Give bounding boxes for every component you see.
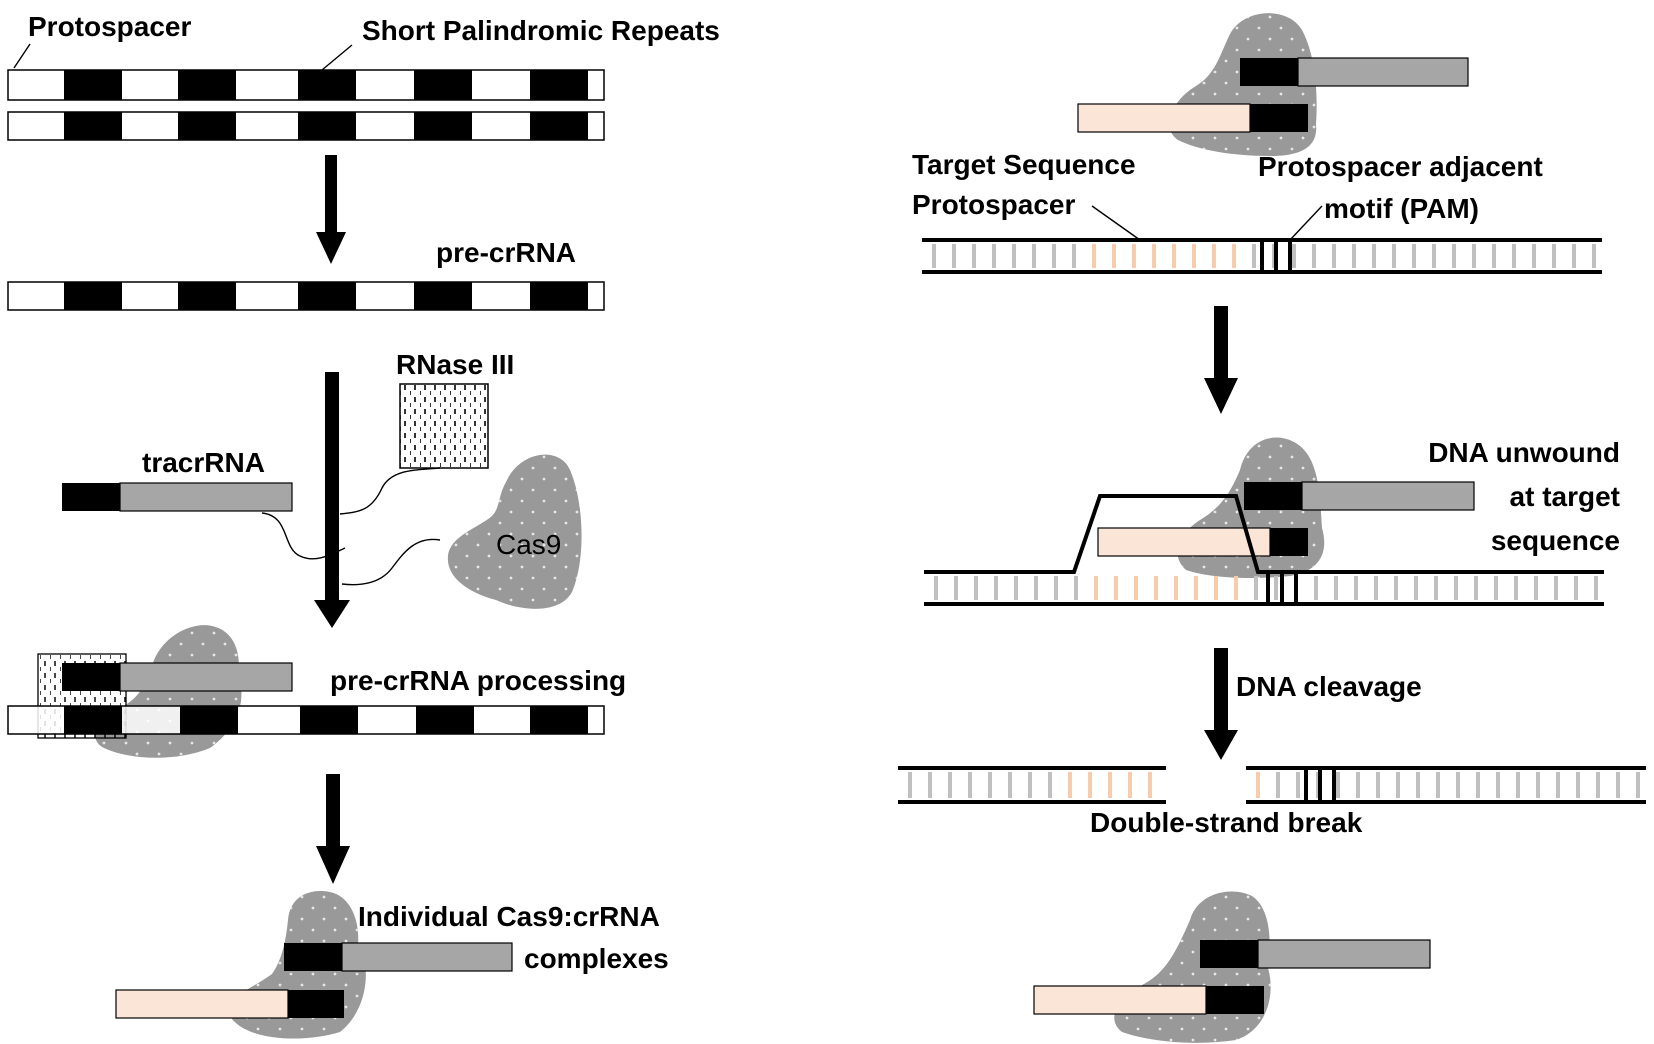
label-dna-unwound-line1: DNA unwound: [1428, 437, 1620, 468]
label-double-strand-break: Double-strand break: [1090, 807, 1363, 838]
target-dna: [922, 238, 1602, 274]
label-target-protospacer: Protospacer: [912, 189, 1075, 220]
right-panel: Target Sequence Protospacer Protospacer …: [898, 13, 1646, 1043]
arrow-cleavage: [1204, 648, 1238, 760]
label-individual-line2: complexes: [524, 943, 669, 974]
crispr-array-strand-2: [7, 111, 605, 141]
label-protospacer: Protospacer: [28, 11, 191, 42]
target-leader: [1091, 205, 1141, 241]
arrow-binding: [1204, 306, 1238, 414]
cas9-complex-top: [1077, 13, 1469, 156]
left-panel: Protospacer Short Palindromic Repeats: [7, 11, 720, 1039]
arrow-processing: [314, 372, 350, 628]
label-tracrrna: tracrRNA: [142, 447, 265, 478]
unwound-strand: [924, 494, 1604, 574]
label-pre-crrna-processing: pre-crRNA processing: [330, 665, 626, 696]
label-cas9: Cas9: [496, 529, 561, 560]
protospacer-leader: [13, 43, 31, 69]
label-rnase-iii: RNase III: [396, 349, 514, 380]
cleaved-dna: [898, 766, 1646, 804]
cas9-leader: [341, 538, 441, 586]
cas9-complex-bound: [1097, 437, 1475, 578]
tracrrna-leader: [261, 512, 346, 560]
label-pam-line1: Protospacer adjacent: [1258, 151, 1543, 182]
arrow-individual: [316, 774, 350, 884]
cas9-complex-released: [1033, 891, 1431, 1043]
label-pre-crrna: pre-crRNA: [436, 237, 576, 268]
unwound-dna: [924, 494, 1604, 606]
pam-leader: [1289, 205, 1323, 241]
tracrrna-molecule: [62, 482, 293, 512]
crispr-array-strand-1: [7, 69, 605, 101]
label-dna-unwound-line2: at target: [1510, 481, 1620, 512]
rnase-iii-leader: [339, 467, 441, 515]
label-dna-unwound-line3: sequence: [1491, 525, 1620, 556]
arrow-transcription: [316, 155, 346, 264]
rnase-iii-enzyme: [399, 383, 489, 469]
repeats-leader: [321, 44, 353, 71]
cas9-protein-free: [447, 454, 582, 609]
label-short-palindromic-repeats: Short Palindromic Repeats: [362, 15, 720, 46]
individual-complex-left: [115, 891, 513, 1039]
label-pam-line2: motif (PAM): [1324, 193, 1479, 224]
processing-complex: [7, 625, 605, 758]
label-individual-line1: Individual Cas9:crRNA: [358, 901, 660, 932]
pre-crrna-strand: [7, 281, 605, 311]
label-target-sequence: Target Sequence: [912, 149, 1136, 180]
label-dna-cleavage: DNA cleavage: [1236, 671, 1422, 702]
